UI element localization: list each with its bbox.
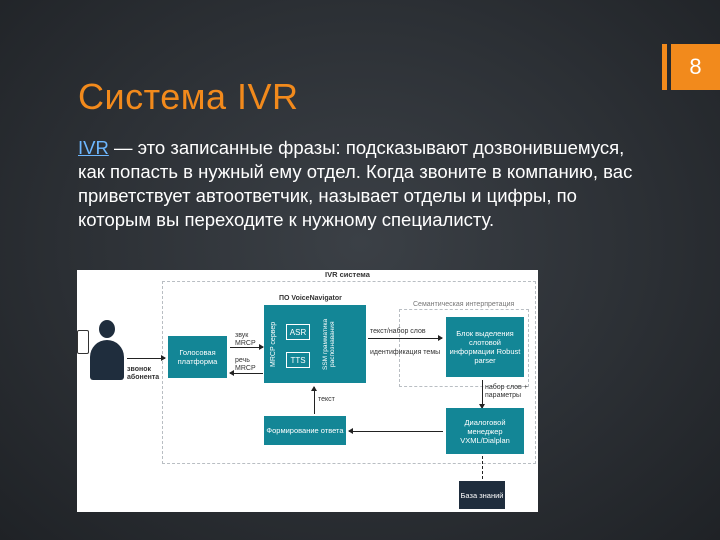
semantic-label: Семантическая интерпретация	[413, 301, 515, 308]
navigator-label: ПО VoiceNavigator	[279, 295, 342, 302]
topic-id-label: идентификация темы	[370, 349, 441, 356]
speech-mrcp-label: речь MRCP	[235, 357, 256, 372]
knowledge-base-box: База знаний	[459, 481, 505, 509]
navigator-box: MRCP сервер ASR TTS SSM грамматика распо…	[264, 305, 366, 383]
arrow-speech	[229, 370, 263, 376]
dialog-manager-box: Диалоговой менеджер VXML/Dialplan	[446, 408, 524, 454]
system-label: IVR система	[325, 270, 370, 279]
response-box: Формирование ответа	[264, 416, 346, 445]
ssm-label: SSM грамматика распознавания	[322, 318, 336, 370]
words-params-label: набор слов + параметры	[485, 384, 528, 399]
caller-label: звонок абонента	[127, 366, 160, 381]
ivr-system-frame	[162, 281, 536, 464]
slide-title: Система IVR	[78, 76, 299, 117]
arrow-to-response	[348, 428, 443, 434]
text-words-label: текст/набор слов	[370, 328, 426, 335]
ivr-diagram: IVR система ПО VoiceNavigator Семантичес…	[77, 270, 538, 512]
semantic-frame	[399, 309, 529, 387]
asr-box: ASR	[286, 324, 310, 340]
sound-mrcp-label: звук MRCP	[235, 332, 256, 347]
arrow-text-words	[368, 335, 443, 341]
body-text: — это записанные фразы: подсказывают доз…	[78, 137, 633, 230]
page-number-accent	[662, 44, 667, 90]
slot-block-box: Блок выделения слотовой информации Robus…	[446, 317, 524, 377]
text-label: текст	[318, 396, 335, 403]
ivr-link[interactable]: IVR	[78, 137, 109, 158]
voice-platform-box: Голосовая платформа	[168, 336, 227, 378]
page-number: 8	[671, 44, 720, 90]
arrow-call	[127, 355, 166, 361]
arrow-text	[311, 386, 317, 414]
caller-person-icon	[90, 320, 124, 380]
phone-icon	[77, 330, 89, 354]
tts-box: TTS	[286, 352, 310, 368]
arrow-words-params	[479, 380, 485, 409]
arrow-sound	[230, 344, 264, 350]
dashed-link-kb	[482, 456, 483, 479]
slide-body: IVR — это записанные фразы: подсказывают…	[78, 136, 638, 232]
mrcp-server-label: MRCP сервер	[270, 321, 277, 367]
